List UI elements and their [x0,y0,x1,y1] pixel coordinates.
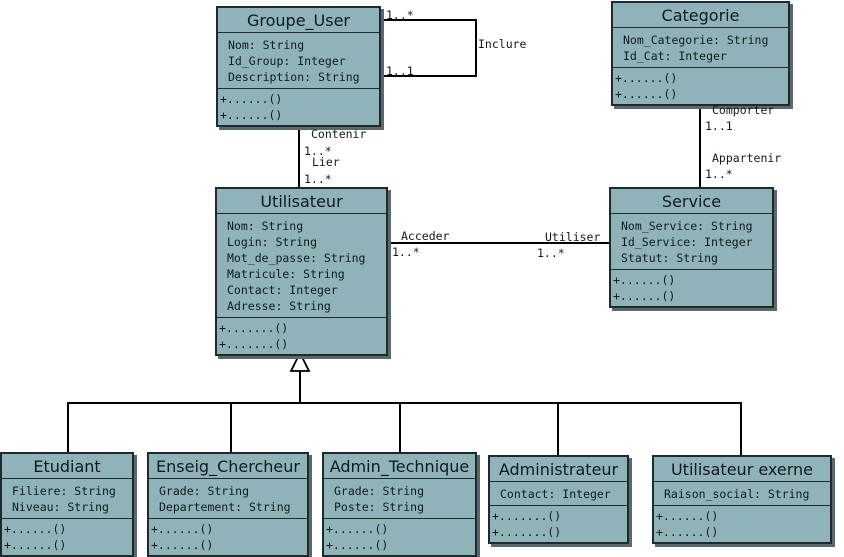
class-title: Administrateur [490,457,627,482]
acceder-label: Acceder [401,229,450,243]
contenir-label: Contenir [311,127,367,141]
comporter-multiplicity: 1..1 [705,119,733,133]
attribute: Departement: String [159,500,291,514]
attribute: Filiere: String [12,484,116,498]
attribute: Statut: String [621,251,718,265]
attributes: Grade: String Poste: String [324,479,475,519]
attribute: Id_Group: Integer [228,54,346,68]
operation: +......() [656,509,719,523]
operations: +......() +......() [2,519,132,555]
operation: +......() [656,525,719,539]
operations: +......() +......() [613,68,788,104]
operation: +.......() [219,321,289,335]
lier-label: Lier [312,155,340,169]
attribute: Grade: String [334,484,425,498]
generalization-bus [67,402,742,456]
class-groupe-user[interactable]: Groupe_User Nom: String Id_Group: Intege… [216,6,381,127]
class-title: Utilisateur exerne [654,457,830,482]
class-title: Admin_Technique [324,454,475,479]
operation: +......() [220,108,283,122]
operations: +......() +......() [324,519,475,555]
operation: +.......() [219,337,289,351]
appartenir-multiplicity: 1..* [705,167,733,181]
inclure-label: Inclure [478,37,527,51]
attributes: Nom: String Login: String Mot_de_passe: … [217,214,386,318]
class-title: Etudiant [2,454,132,479]
utiliser-multiplicity: 1..* [537,246,565,260]
generalization-arrowhead [289,350,311,372]
class-title: Service [611,189,772,214]
contenir-multiplicity: 1..* [304,144,332,158]
operation: +......() [4,522,67,536]
class-administrateur[interactable]: Administrateur Contact: Integer +.......… [488,455,629,544]
attribute: Poste: String [334,500,425,514]
attribute: Contact: Integer [227,283,338,297]
comporter-label: Comporter [712,103,775,117]
operations: +.......() +.......() [217,318,386,354]
attribute: Contact: Integer [500,487,611,501]
class-title: Categorie [613,3,788,28]
attribute: Nom_Service: String [621,219,753,233]
acceder-multiplicity: 1..* [392,245,420,259]
inclure-multiplicity-bottom: 1..1 [386,64,414,78]
operation: +......() [4,538,67,552]
attribute: Raison_social: String [664,487,810,501]
attribute: Nom_Categorie: String [623,33,769,47]
operation: +.......() [492,509,562,523]
operation: +......() [326,538,389,552]
class-utilisateur-externe[interactable]: Utilisateur exerne Raison_social: String… [652,455,832,544]
attributes: Contact: Integer [490,482,627,506]
operations: +......() +......() [218,89,379,125]
class-categorie[interactable]: Categorie Nom_Categorie: String Id_Cat: … [611,1,790,106]
class-title: Utilisateur [217,189,386,214]
attribute: Description: String [228,70,360,84]
attributes: Nom_Categorie: String Id_Cat: Integer [613,28,788,68]
appartenir-label: Appartenir [712,151,782,165]
operation: +......() [615,87,678,101]
attribute: Grade: String [159,484,250,498]
utiliser-label: Utiliser [545,230,601,244]
class-enseig-chercheur[interactable]: Enseig_Chercheur Grade: String Departeme… [147,452,309,557]
class-utilisateur[interactable]: Utilisateur Nom: String Login: String Mo… [215,187,388,356]
operation: +......() [220,92,283,106]
class-admin-technique[interactable]: Admin_Technique Grade: String Poste: Str… [322,452,477,557]
class-service[interactable]: Service Nom_Service: String Id_Service: … [609,187,774,308]
operations: +......() +......() [149,519,307,555]
attribute: Login: String [227,235,318,249]
attribute: Mot_de_passe: String [227,251,366,265]
operation: +......() [613,289,676,303]
inclure-multiplicity-top: 1..* [386,8,414,22]
attribute: Nom: String [228,38,305,52]
operation: +.......() [492,525,562,539]
attribute: Id_Cat: Integer [623,49,727,63]
class-etudiant[interactable]: Etudiant Filiere: String Niveau: String … [0,452,134,557]
operation: +......() [613,273,676,287]
attribute: Adresse: String [227,299,331,313]
operations: +......() +......() [611,270,772,306]
attribute: Id_Service: Integer [621,235,753,249]
inclure-association [380,19,477,77]
operation: +......() [326,522,389,536]
attributes: Raison_social: String [654,482,830,506]
class-title: Enseig_Chercheur [149,454,307,479]
attributes: Nom: String Id_Group: Integer Descriptio… [218,33,379,89]
attribute: Niveau: String [12,500,109,514]
attributes: Filiere: String Niveau: String [2,479,132,519]
class-title: Groupe_User [218,8,379,33]
operation: +......() [151,522,214,536]
attribute: Nom: String [227,219,304,233]
attribute: Matricule: String [227,267,345,281]
operations: +.......() +.......() [490,506,627,542]
lier-multiplicity: 1..* [304,172,332,186]
attributes: Nom_Service: String Id_Service: Integer … [611,214,772,270]
operation: +......() [151,538,214,552]
attributes: Grade: String Departement: String [149,479,307,519]
operations: +......() +......() [654,506,830,542]
operation: +......() [615,71,678,85]
